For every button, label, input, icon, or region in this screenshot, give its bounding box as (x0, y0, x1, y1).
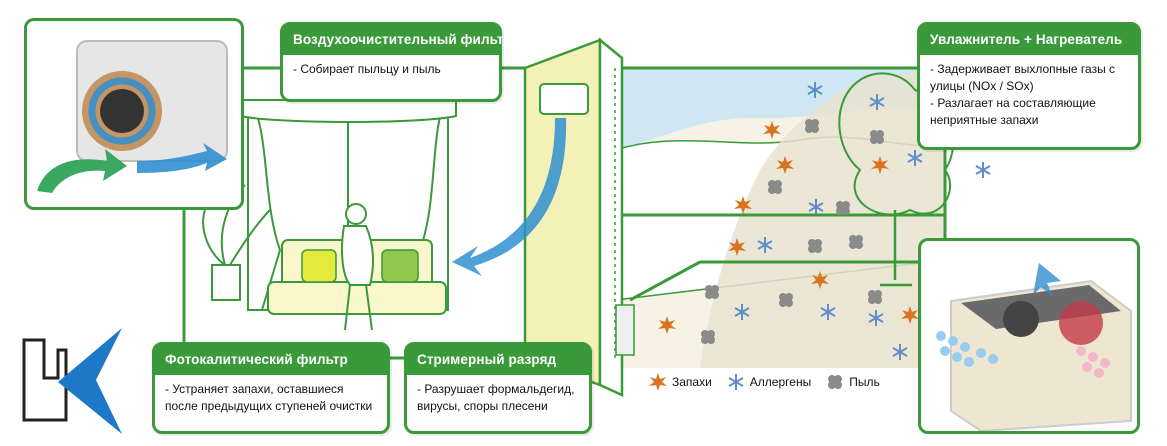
odor-particle-icon (871, 156, 889, 174)
allergen-particle-icon (808, 199, 824, 215)
odor-particle-icon (763, 121, 781, 139)
card-title-air-filter: Воздухоочистительный фильтр (283, 25, 512, 55)
card-streamer-discharge: Стримерный разряд - Разрушает формальдег… (404, 342, 592, 434)
card-line: неприятные запахи (930, 113, 1039, 127)
card-body-photocatalytic-filter: - Устраняет запахи, оставшиеся после пре… (155, 375, 387, 419)
outdoor-line-2 (629, 260, 701, 302)
outdoor-unit-panel (918, 238, 1140, 434)
logo-mark (22, 338, 68, 422)
dust-particle-icon (836, 201, 850, 215)
polluted-air (700, 70, 945, 368)
card-line: улицы (NOx / SOx) (930, 79, 1034, 93)
allergen-particle-icon (868, 310, 884, 326)
plant-pot (211, 264, 241, 301)
card-line: - Разлагает на составляющие (930, 96, 1096, 110)
tree-trunk (880, 210, 912, 287)
card-line: - Устраняет запахи, оставшиеся (165, 382, 344, 396)
dust-cluster-icon (828, 375, 843, 389)
dust-particle-icon (870, 130, 884, 144)
allergen-particle-icon (907, 150, 923, 166)
person-legs (344, 284, 373, 331)
legend-label-odors: Запахи (672, 375, 712, 389)
legend-item-allergens: Аллергены (726, 372, 811, 392)
dust-particle-icon (768, 180, 782, 194)
indoor-unit-cutaway-illustration (37, 40, 228, 193)
odor-particle-icon (811, 271, 829, 289)
cushion-yellow (301, 249, 337, 283)
spiky-star-icon (649, 373, 667, 391)
legend-item-dust: Пыль (825, 372, 880, 392)
allergen-particle-icon (757, 237, 773, 253)
card-photocatalytic-filter: Фотокалитический фильтр - Устраняет запа… (152, 342, 390, 434)
card-body-streamer-discharge: - Разрушает формальдегид, вирусы, споры … (407, 375, 589, 419)
legend-item-odors: Запахи (648, 372, 712, 392)
card-line: - Собирает пыльцу и пыль (293, 62, 441, 76)
card-line: - Разрушает формальдегид, (417, 382, 575, 396)
legend-label-dust: Пыль (849, 375, 880, 389)
card-line: после предыдущих ступеней очистки (165, 399, 373, 413)
curtain-valance (239, 99, 457, 123)
card-title-photocatalytic-filter: Фотокалитический фильтр (155, 345, 387, 375)
card-air-filter: Воздухоочистительный фильтр - Собирает п… (280, 22, 512, 102)
wall-vent (615, 304, 635, 356)
dust-particle-icon (849, 235, 863, 249)
allergen-particle-icon (869, 94, 885, 110)
dust-particle-icon (868, 290, 882, 304)
card-title-streamer-discharge: Стримерный разряд (407, 345, 589, 375)
card-body-humidifier-heater: - Задерживает выхлопные газы с улицы (NO… (920, 55, 1138, 133)
person-body (341, 225, 374, 286)
card-title-humidifier-heater: Увлажнитель + Нагреватель (920, 25, 1138, 55)
legend-label-allergens: Аллергены (749, 375, 812, 389)
dust-particle-icon (779, 293, 793, 307)
legend: Запахи Аллергены Пыль (648, 372, 888, 392)
card-line: вирусы, споры плесени (417, 399, 548, 413)
odor-particle-icon (734, 196, 752, 214)
allergen-particle-icon (975, 162, 991, 178)
indoor-unit-cutaway-panel (24, 18, 244, 210)
airflow-arrow (452, 118, 567, 276)
cushion-green (381, 249, 419, 283)
snowflake-icon (728, 374, 744, 390)
card-line: - Задерживает выхлопные газы с (930, 62, 1116, 76)
logo-blue-chevron (58, 328, 122, 434)
odor-particle-icon (901, 306, 919, 324)
card-humidifier-heater: Увлажнитель + Нагреватель - Задерживает … (917, 22, 1141, 150)
allergen-particle-icon (807, 82, 823, 98)
dust-particle-icon (808, 239, 822, 253)
tree-crown (838, 72, 955, 216)
person-head (345, 203, 367, 225)
card-body-air-filter: - Собирает пыльцу и пыль (283, 55, 499, 82)
allergen-particle-icon (892, 344, 908, 360)
odor-particle-icon (658, 316, 676, 334)
dust-particle-icon (705, 285, 719, 299)
allergen-particle-icon (734, 304, 750, 320)
indoor-unit (539, 83, 589, 115)
allergen-particle-icon (820, 304, 836, 320)
odor-particle-icon (728, 238, 746, 256)
outdoor-unit-illustration (936, 263, 1132, 431)
dust-particle-icon (805, 119, 819, 133)
dust-particle-icon (701, 330, 715, 344)
odor-particle-icon (776, 156, 794, 174)
